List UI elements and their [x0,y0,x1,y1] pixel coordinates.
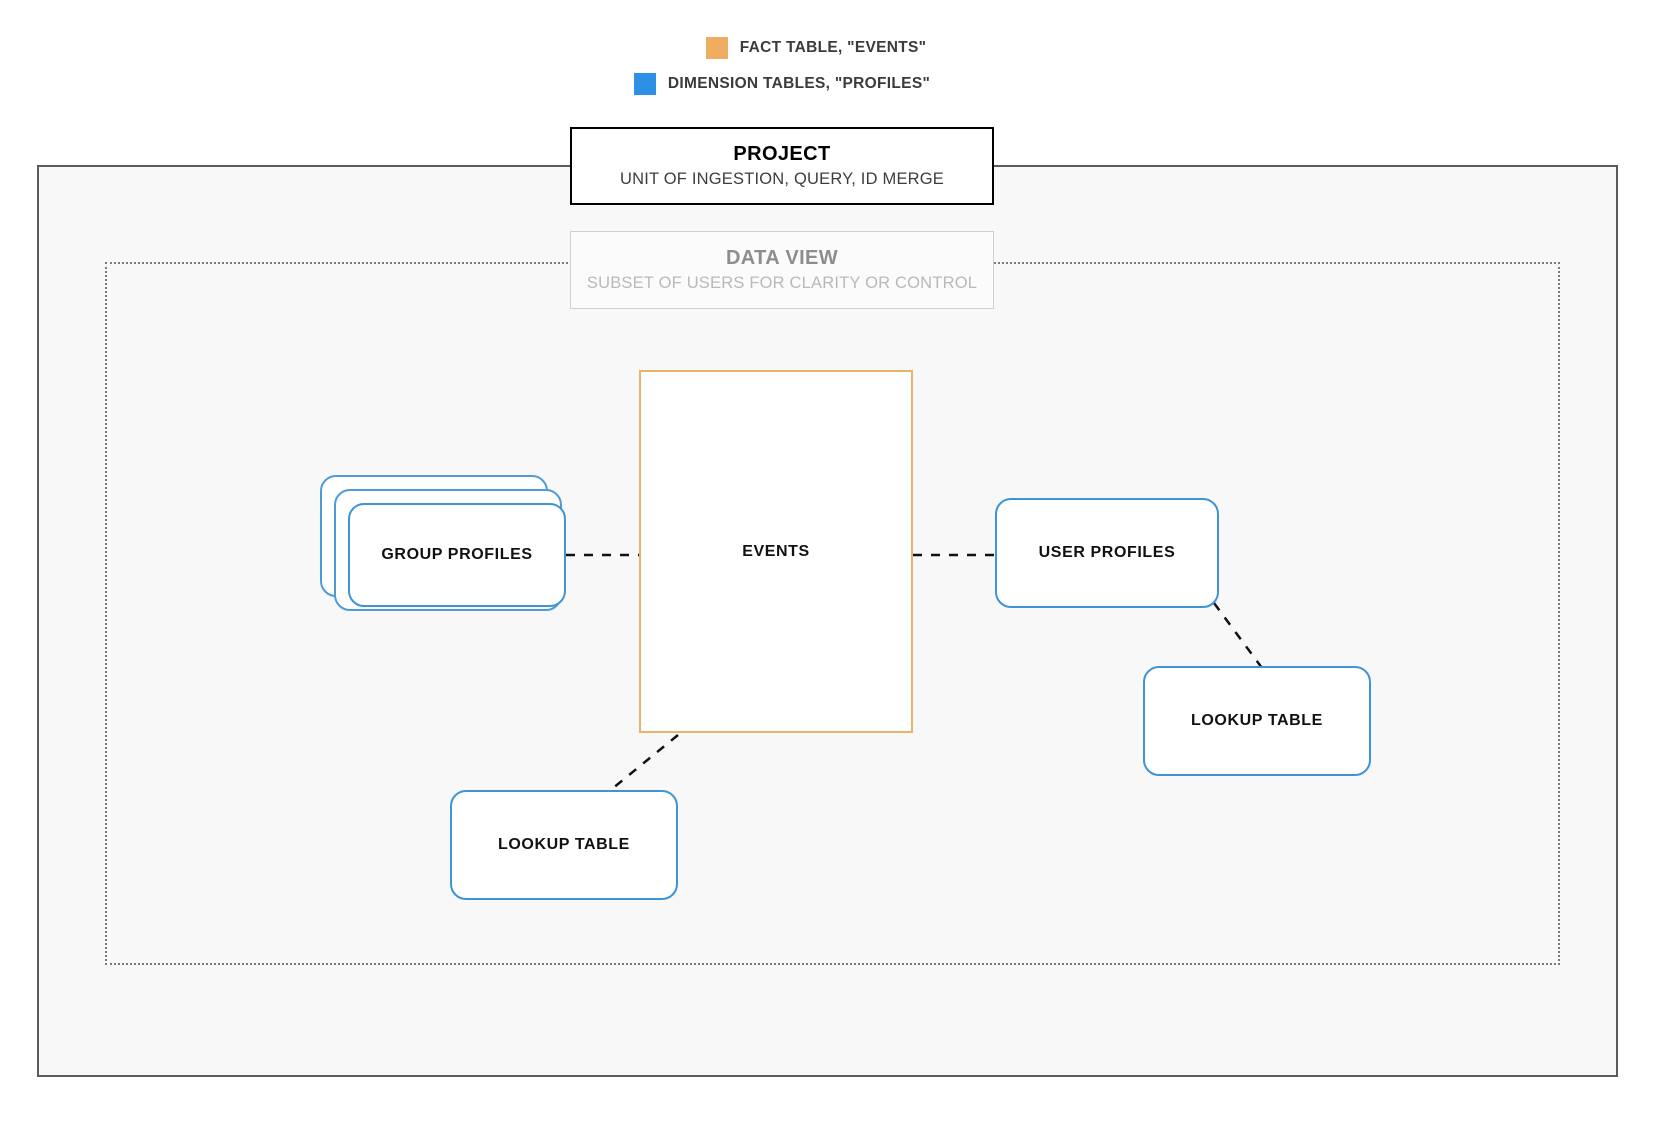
orange-square-swatch [705,37,728,59]
node-group-profiles[interactable]: GROUP PROFILES [348,503,566,607]
node-lookup-table-right[interactable]: LOOKUP TABLE [1143,666,1371,776]
node-events[interactable]: EVENTS [639,370,913,733]
node-label-events: EVENTS [742,542,810,560]
data-view-subtitle: SUBSET OF USERS FOR CLARITY OR CONTROL [586,274,978,293]
node-label-group-profiles: GROUP PROFILES [381,546,533,563]
project-subtitle: UNIT OF INGESTION, QUERY, ID MERGE [619,170,944,189]
legend: FACT TABLE, "EVENTS" DIMENSION TABLES, "… [0,30,1664,102]
node-label-lookup-table-right: LOOKUP TABLE [1191,712,1323,729]
blue-square-swatch [633,73,656,95]
legend-label-fact-table: FACT TABLE, "EVENTS" [739,39,927,56]
node-label-lookup-table-left: LOOKUP TABLE [498,836,630,853]
data-view-label-box: DATA VIEW SUBSET OF USERS FOR CLARITY OR… [570,231,994,309]
node-label-user-profiles: USER PROFILES [1038,544,1176,561]
project-label-box: PROJECT UNIT OF INGESTION, QUERY, ID MER… [570,127,994,205]
node-user-profiles[interactable]: USER PROFILES [995,498,1219,608]
node-lookup-table-left[interactable]: LOOKUP TABLE [450,790,678,900]
data-view-title: DATA VIEW [725,247,839,270]
legend-item-dimension-tables: DIMENSION TABLES, "PROFILES" [0,66,1664,102]
legend-item-fact-table: FACT TABLE, "EVENTS" [0,30,1664,66]
project-title: PROJECT [733,143,831,166]
legend-label-dimension-tables: DIMENSION TABLES, "PROFILES" [667,75,931,92]
